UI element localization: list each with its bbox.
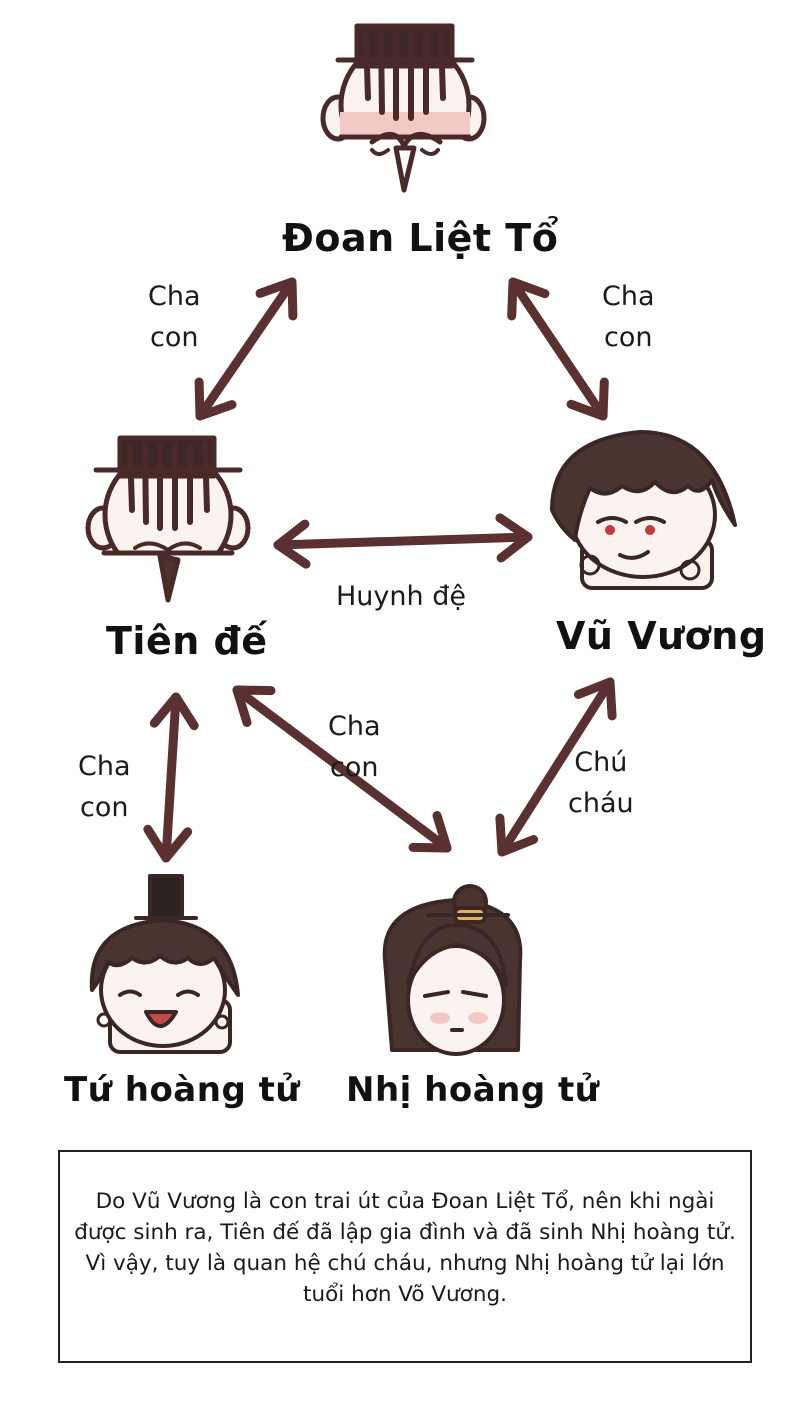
node-label-vu-vuong: Vũ Vương [556,614,767,658]
arrow-vu-nhi [495,677,617,857]
relation-label-tien-tu: Cha con [78,746,131,828]
vu-vuong-portrait-icon [550,430,737,590]
relation-label-doan-tien: Cha con [148,276,201,358]
node-label-nhi-hoang-tu: Nhị hoàng tử [346,1070,600,1110]
relation-label-vu-nhi: Chú cháu [568,742,634,824]
relation-label-doan-vu: Cha con [602,276,655,358]
relation-line: con [150,322,199,353]
relation-line: Cha [148,281,201,312]
relation-line: con [330,752,379,783]
node-label-tien-de: Tiên đế [106,619,268,663]
arrow-tien-tu [143,692,199,863]
doan-liet-to-portrait-icon [320,23,487,193]
relation-line: Chú [574,747,628,778]
arrow-layer [143,277,617,863]
relation-line: Cha [602,281,655,312]
tien-de-portrait-icon [85,435,251,603]
relation-line: con [80,792,129,823]
arrow-doan-tien [194,277,298,421]
tu-hoang-tu-portrait-icon [89,874,240,1054]
relation-label-tien-vu: Huynh đệ [336,576,466,617]
node-label-tu-hoang-tu: Tứ hoàng tử [64,1070,301,1110]
node-label-doan-liet-to: Đoan Liệt Tổ [282,216,559,260]
arrow-doan-vu [507,277,609,421]
explanation-note: Do Vũ Vương là con trai út của Đoan Liệt… [58,1150,752,1363]
relation-line: Cha [328,711,381,742]
relation-line: cháu [568,788,634,819]
nhi-hoang-tu-portrait-icon [382,884,523,1056]
relation-line: Huynh đệ [336,581,466,612]
relation-line: con [604,322,653,353]
arrow-tien-vu [273,513,533,569]
relation-label-tien-nhi: Cha con [328,706,381,788]
relation-line: Cha [78,751,131,782]
arrow-tien-nhi [232,685,452,853]
